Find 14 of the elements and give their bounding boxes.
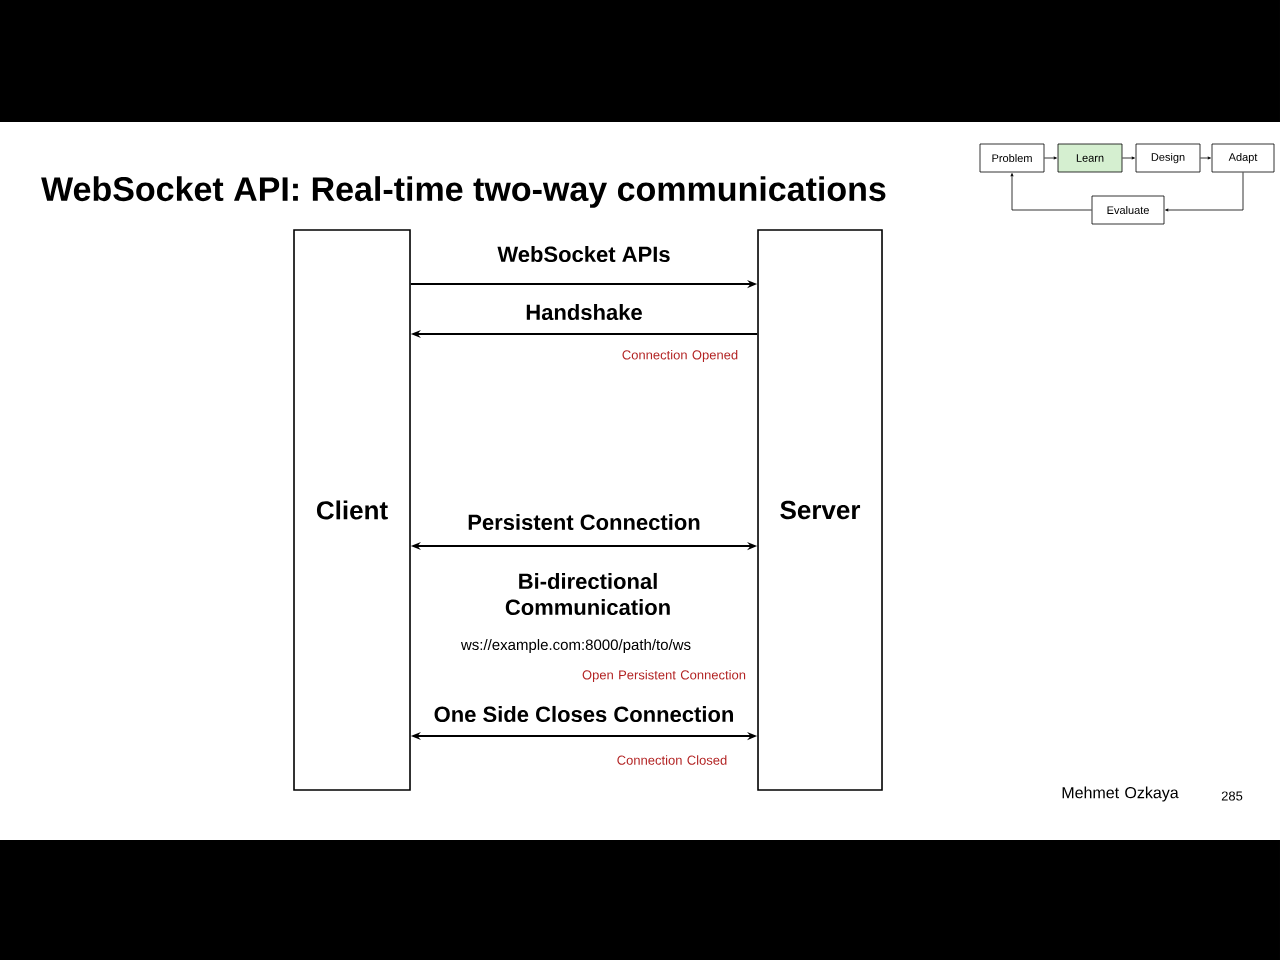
edge-label: Handshake bbox=[523, 301, 645, 323]
edge-label: Persistent Connection bbox=[465, 511, 703, 533]
arrow bbox=[1010, 173, 1092, 211]
arrow bbox=[1165, 172, 1244, 212]
edge-label: One Side Closes Connection bbox=[431, 703, 737, 725]
arrow bbox=[1044, 156, 1057, 160]
author-name: Mehmet Ozkaya bbox=[1062, 786, 1179, 802]
arrow bbox=[1200, 156, 1211, 160]
message-label: Bi-directional Communication bbox=[505, 572, 670, 616]
lifeline-box: Client bbox=[293, 229, 411, 791]
title: WebSocket API: Real-time two-way communications bbox=[41, 176, 886, 208]
arrow bbox=[1122, 156, 1135, 160]
lifeline-box: Server bbox=[757, 229, 883, 791]
edge-label: WebSocket APIs bbox=[495, 243, 673, 265]
